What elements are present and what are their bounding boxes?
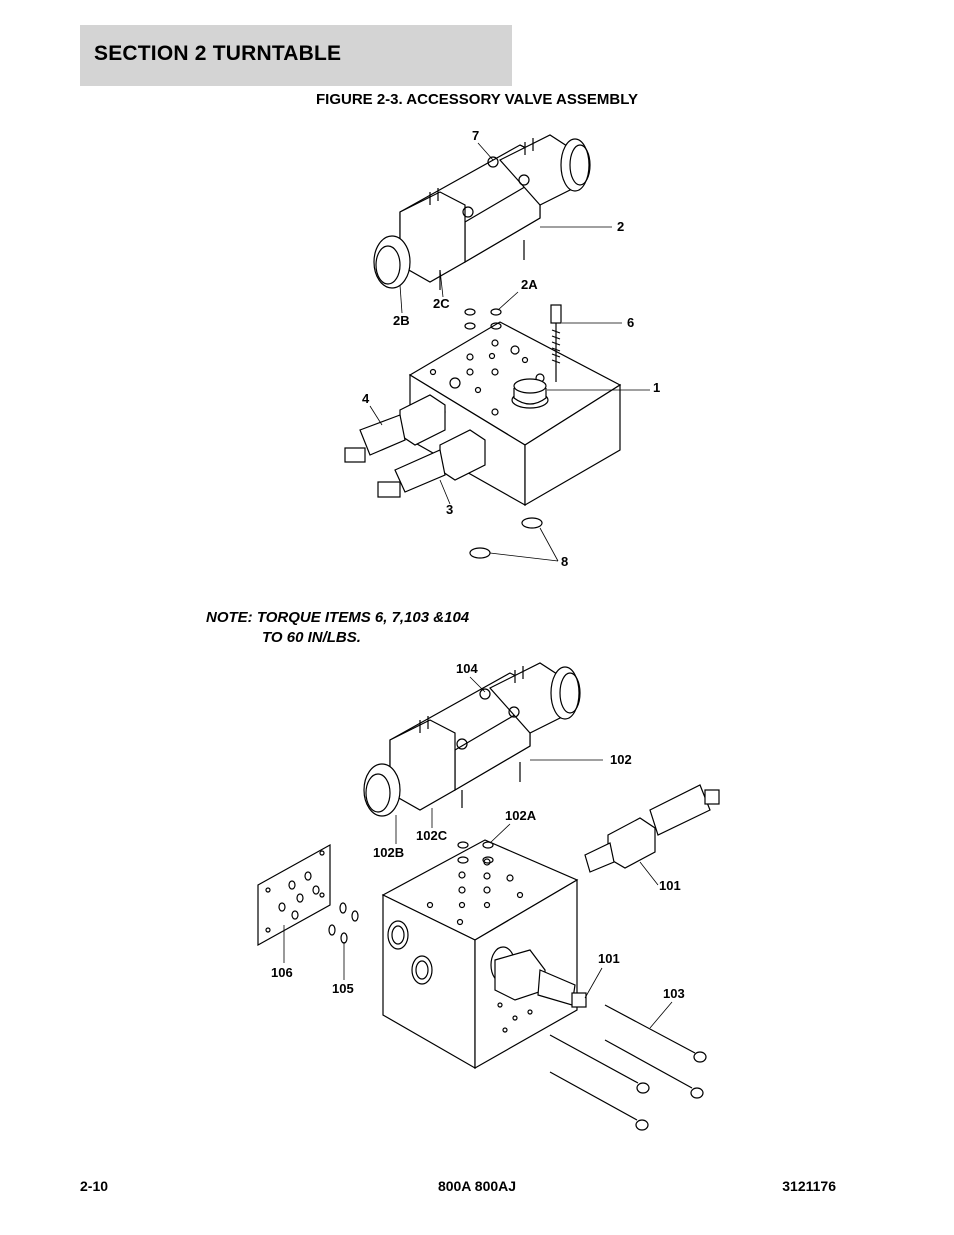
- top-valve-assembly: [344, 134, 650, 562]
- label-2a: 2A: [521, 277, 538, 292]
- top-oring-8a: [521, 517, 543, 529]
- label-7: 7: [472, 128, 479, 143]
- label-103: 103: [663, 986, 685, 1001]
- label-2: 2: [617, 219, 624, 234]
- bottom-orings-102a: [457, 841, 494, 864]
- label-102: 102: [610, 752, 632, 767]
- top-leader-lines: [369, 142, 650, 562]
- callout-labels: 7 2 2A 2C 2B 6 1 4 3 8 104 102 102A 102C…: [271, 128, 685, 1001]
- figure-title: FIGURE 2-3. ACCESSORY VALVE ASSEMBLY: [315, 91, 638, 108]
- label-2c: 2C: [433, 296, 450, 311]
- label-101-upper: 101: [659, 878, 681, 893]
- label-102b: 102B: [373, 845, 404, 860]
- top-bolt-item-6: [550, 304, 562, 382]
- bottom-cartridge-101-upper: [584, 784, 720, 873]
- top-solenoid-valve: [373, 134, 591, 290]
- footer-page-number: 2-10: [80, 1178, 109, 1194]
- section-title: SECTION 2 TURNTABLE: [94, 42, 342, 65]
- bottom-solenoid-valve: [363, 662, 581, 817]
- bottom-orings-105: [328, 902, 359, 944]
- label-101-block: 101: [598, 951, 620, 966]
- label-1: 1: [653, 380, 660, 395]
- bottom-valve-assembly: [257, 662, 720, 1131]
- label-6: 6: [627, 315, 634, 330]
- top-oring-8b: [469, 547, 491, 559]
- label-4: 4: [362, 391, 370, 406]
- label-105: 105: [332, 981, 354, 996]
- label-8: 8: [561, 554, 568, 569]
- torque-note: NOTE: TORQUE ITEMS 6, 7,103 &104 TO 60 I…: [206, 608, 469, 648]
- label-2b: 2B: [393, 313, 410, 328]
- label-104: 104: [456, 661, 478, 676]
- top-cartridge-item-3: [377, 429, 486, 498]
- note-line-1: NOTE: TORQUE ITEMS 6, 7,103 &104: [206, 609, 470, 626]
- footer-doc-number: 3121176: [782, 1178, 836, 1194]
- label-3: 3: [446, 502, 453, 517]
- label-106: 106: [271, 965, 293, 980]
- label-102a: 102A: [505, 808, 537, 823]
- section-header: SECTION 2 TURNTABLE: [80, 25, 512, 86]
- bottom-gasket-plate-106: [257, 843, 331, 947]
- bottom-cartridge-101-block: [494, 949, 587, 1008]
- top-cartridge-item-4: [344, 394, 446, 463]
- bottom-leader-lines: [283, 676, 673, 1029]
- note-line-2: TO 60 IN/LBS.: [262, 629, 361, 646]
- bottom-manifold-block: [381, 839, 579, 1070]
- label-102c: 102C: [416, 828, 448, 843]
- bottom-bolts-103: [549, 1004, 707, 1131]
- top-orings-2a: [464, 308, 502, 330]
- footer-model: 800A 800AJ: [437, 1178, 517, 1194]
